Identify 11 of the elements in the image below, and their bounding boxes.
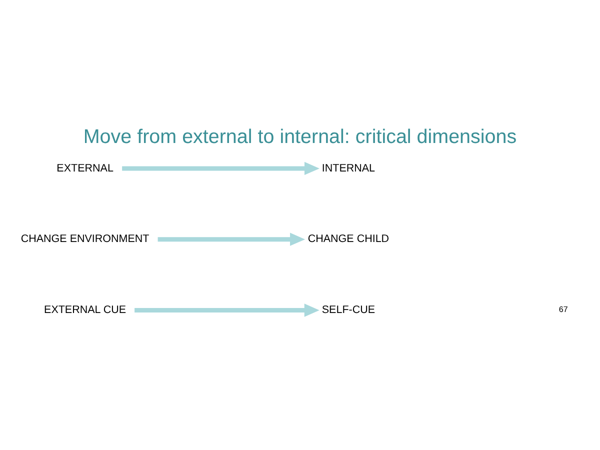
diagram-title: Move from external to internal: critical dimensions — [83, 126, 517, 148]
node-text: INTERNAL — [322, 162, 376, 174]
node-text: CHANGE ENVIRONMENT — [20, 233, 150, 246]
node-text: CHANGE CHILD — [308, 233, 390, 246]
node-text: EXTERNAL CUE — [44, 304, 126, 316]
arrow — [134, 304, 320, 317]
arrow — [158, 232, 306, 246]
arrow — [122, 162, 320, 176]
node-text: EXTERNAL — [56, 162, 114, 174]
node-text: SELF-CUE — [322, 304, 376, 316]
label: 67 — [558, 305, 568, 314]
